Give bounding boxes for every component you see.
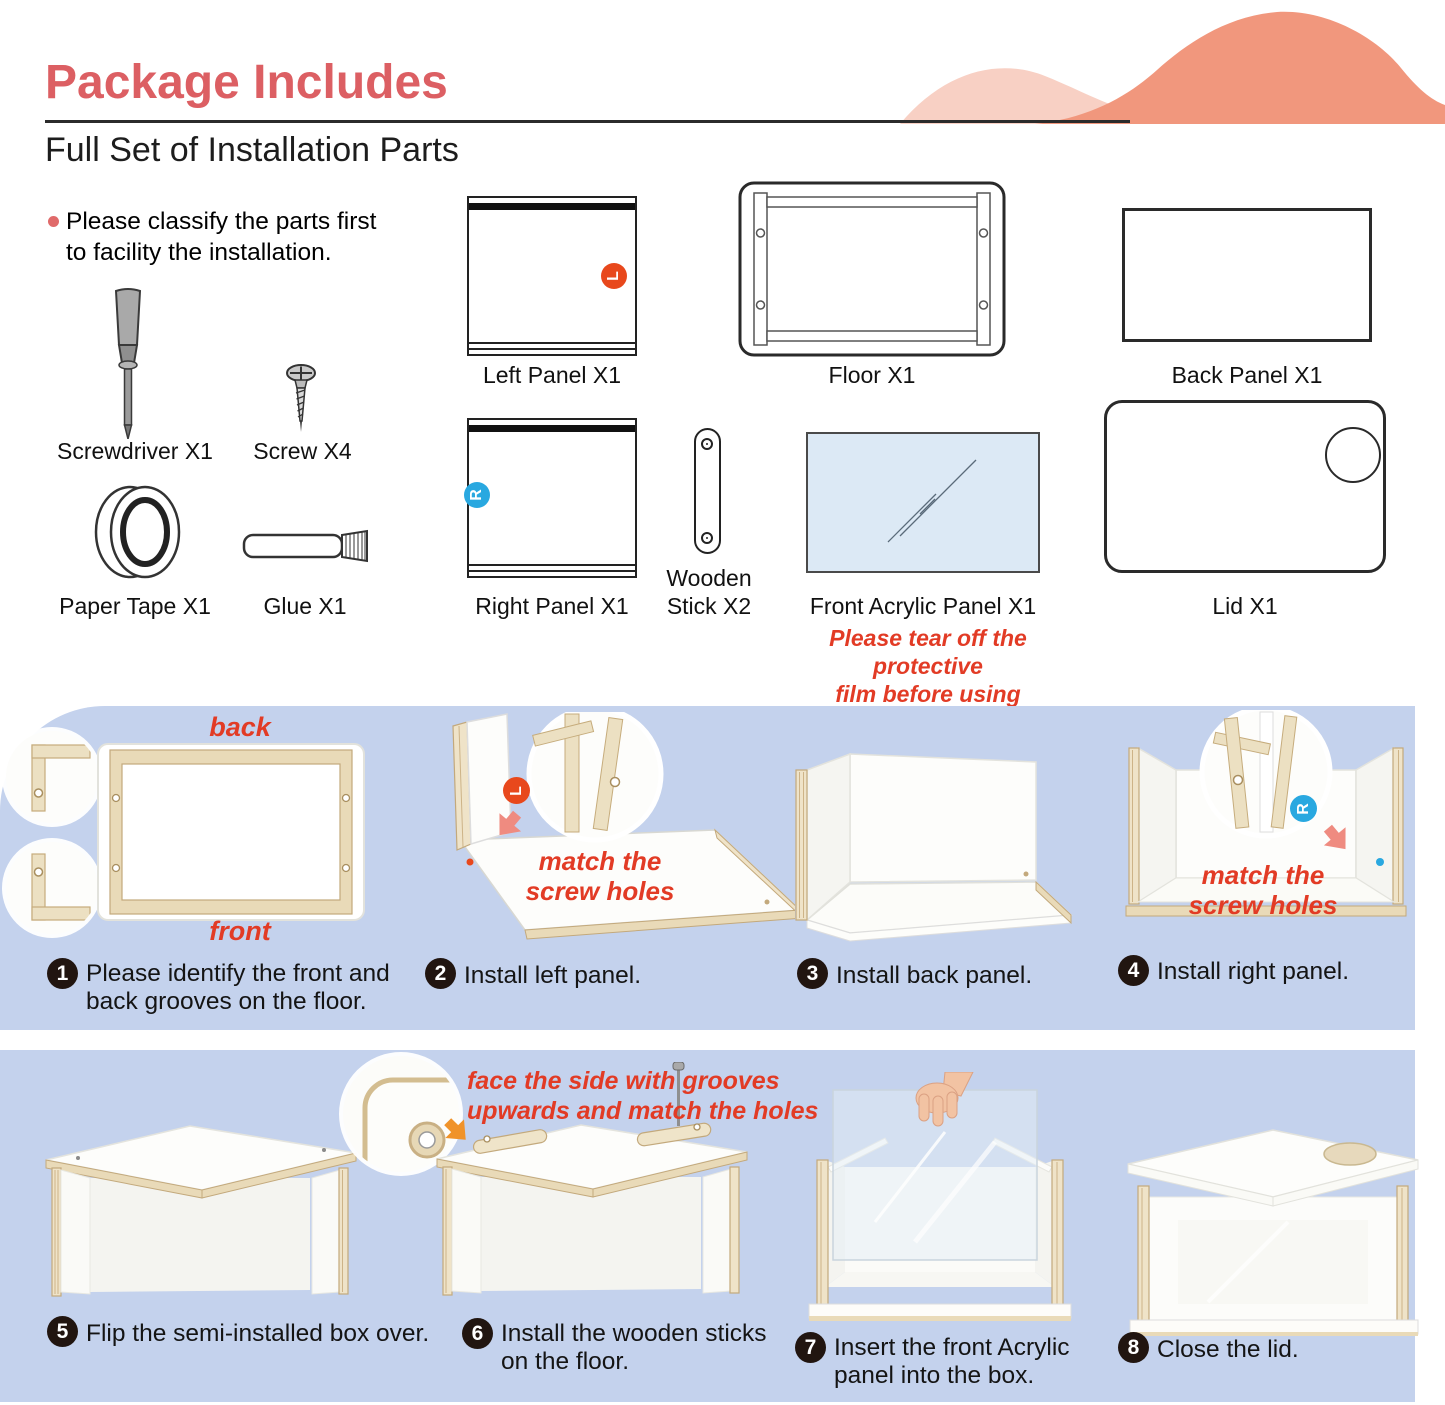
step2-number: 2 xyxy=(425,958,456,989)
left-panel-badge: L xyxy=(601,263,627,289)
step6-callout xyxy=(343,1056,459,1172)
wooden-stick-hole-top xyxy=(701,438,713,450)
step6-number: 6 xyxy=(462,1318,493,1349)
step6-illustration xyxy=(436,1062,748,1296)
screw-icon xyxy=(286,364,316,432)
step3-illustration xyxy=(795,752,1073,942)
title-divider xyxy=(45,120,1130,123)
screw-label: Screw X4 xyxy=(253,438,352,464)
note-bullet xyxy=(48,216,59,227)
left-panel-bottom-line2 xyxy=(469,348,635,350)
step3-text: Install back panel. xyxy=(836,962,1033,989)
step4-illustration xyxy=(1125,710,1407,917)
step5-illustration xyxy=(45,1125,357,1297)
stick-hole-detail xyxy=(343,1056,459,1172)
classify-note-line1: Please classify the parts first xyxy=(66,208,377,235)
screwdriver-icon xyxy=(114,288,142,439)
step4-text: Install right panel. xyxy=(1157,958,1350,985)
step1-illustration xyxy=(97,743,365,921)
step6-text: Install the wooden sticks on the floor. xyxy=(501,1320,767,1375)
step7-text: Insert the front Acrylic panel into the … xyxy=(834,1334,1070,1389)
wooden-stick-label: Wooden Stick X2 xyxy=(666,565,752,619)
wooden-stick-hole-bottom xyxy=(701,532,713,544)
left-panel-bottom-line1 xyxy=(469,341,635,344)
classify-note: Please classify the parts first to facil… xyxy=(66,206,376,268)
wooden-stick-part xyxy=(694,428,721,554)
left-panel-label: Left Panel X1 xyxy=(482,362,622,388)
back-panel-label: Back Panel X1 xyxy=(1171,362,1323,388)
floor-part xyxy=(738,181,1006,357)
step7-number: 7 xyxy=(795,1332,826,1363)
right-panel-bottom-line1 xyxy=(469,563,635,566)
floor-corner-detail-top xyxy=(6,731,98,823)
acrylic-protective-film-note: Please tear off the protective film befo… xyxy=(829,625,1027,707)
step4-number: 4 xyxy=(1118,955,1149,986)
lid-hole xyxy=(1325,427,1381,483)
step2-hint: match the screw holes xyxy=(525,846,675,906)
step6-hint: face the side with grooves upwards and m… xyxy=(467,1067,819,1125)
screwdriver-label: Screwdriver X1 xyxy=(57,438,213,464)
left-panel-groove xyxy=(469,203,635,210)
step1-callout-bottom xyxy=(6,842,98,934)
step2-arrow-icon xyxy=(499,810,522,836)
step1-back-label: back xyxy=(209,712,271,742)
step6-arrow-icon xyxy=(444,1118,466,1140)
acrylic-reflection-lines xyxy=(887,459,977,543)
step7-illustration xyxy=(808,1072,1072,1321)
step1-front-label: front xyxy=(209,916,271,946)
lid-part xyxy=(1104,400,1386,573)
glue-icon xyxy=(242,529,368,563)
step1-callout-top xyxy=(6,731,98,823)
step4-right-badge: R xyxy=(1290,795,1317,822)
front-acrylic-part xyxy=(806,432,1040,573)
lid-label: Lid X1 xyxy=(1212,593,1278,619)
right-panel-groove xyxy=(469,425,635,432)
step5-text: Flip the semi-installed box over. xyxy=(86,1320,430,1347)
right-panel-part xyxy=(467,418,637,578)
paper-tape-label: Paper Tape X1 xyxy=(59,593,211,619)
step8-illustration xyxy=(1127,1129,1419,1336)
step8-text: Close the lid. xyxy=(1157,1336,1299,1363)
page-subtitle: Full Set of Installation Parts xyxy=(45,131,459,169)
right-panel-label: Right Panel X1 xyxy=(475,593,629,619)
step1-number: 1 xyxy=(47,958,78,989)
step2-illustration xyxy=(452,712,795,940)
classify-note-line2: to facility the installation. xyxy=(66,239,332,266)
right-panel-badge: R xyxy=(464,482,490,508)
step2-text: Install left panel. xyxy=(464,962,642,989)
floor-label: Floor X1 xyxy=(828,362,916,388)
floor-corner-detail-bottom xyxy=(6,842,98,934)
step1-text: Please identify the front and back groov… xyxy=(86,960,390,1015)
header-wave-decoration xyxy=(900,11,1445,124)
step8-number: 8 xyxy=(1118,1332,1149,1363)
front-acrylic-label: Front Acrylic Panel X1 xyxy=(809,593,1037,619)
right-panel-bottom-line2 xyxy=(469,570,635,572)
step5-number: 5 xyxy=(47,1316,78,1347)
glue-label: Glue X1 xyxy=(263,593,347,619)
step4-arrow-icon xyxy=(1323,824,1346,850)
back-panel-part xyxy=(1122,208,1372,342)
step3-number: 3 xyxy=(797,958,828,989)
step4-hint: match the screw holes xyxy=(1188,860,1338,920)
step2-left-badge: L xyxy=(503,777,530,804)
paper-tape-icon xyxy=(94,485,181,579)
page-title: Package Includes xyxy=(45,56,448,109)
